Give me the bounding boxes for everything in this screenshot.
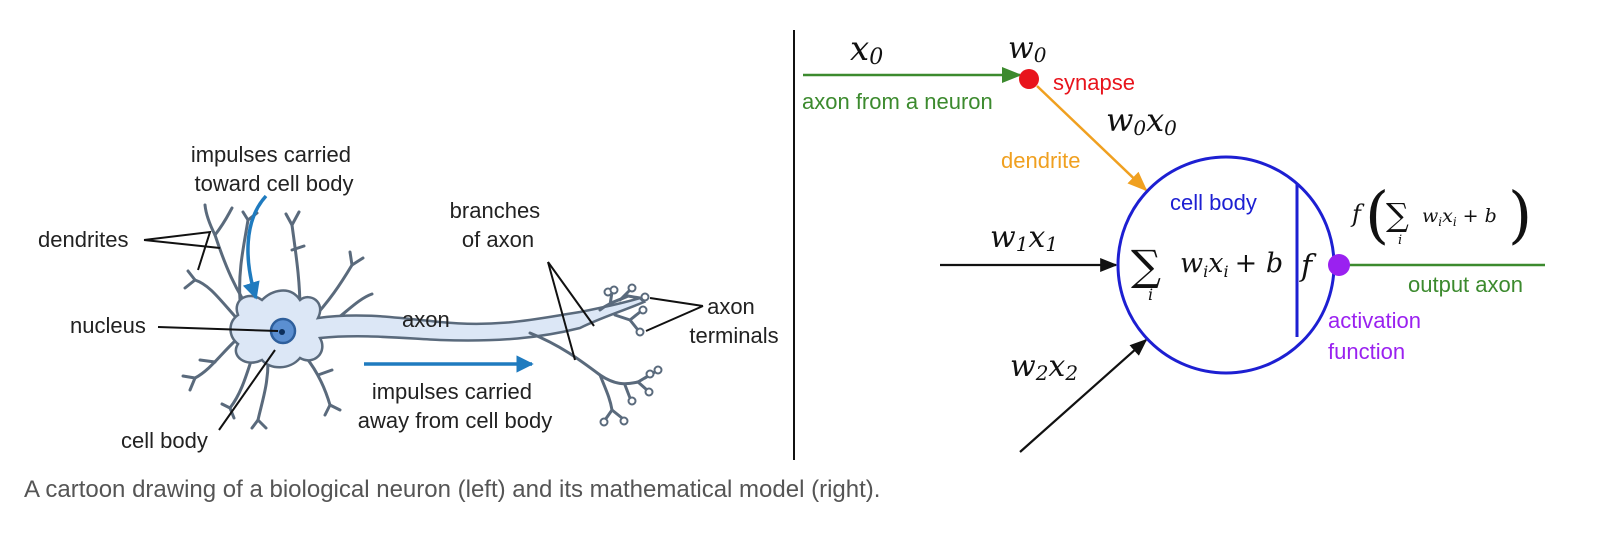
soma-axon-shape [229, 289, 647, 369]
svg-text:wixi+ b: wixi+ b [1422, 205, 1497, 229]
sum-sigma: ∑ [1131, 241, 1161, 290]
impulses-away-label: impulses carried away from cell body [358, 379, 552, 433]
biological-neuron: impulses carried toward cell body dendri… [38, 142, 779, 453]
impulse-toward-arrow [242, 194, 268, 300]
sum-index: i [1148, 285, 1153, 304]
svg-text:∑: ∑ [1386, 196, 1409, 234]
axon-terminals-label: axon terminals [689, 294, 778, 348]
cell-body-label: cell body [121, 428, 208, 453]
w2x2-label: w2x2 [1010, 349, 1078, 385]
activation-dot [1328, 254, 1350, 276]
activation-function-label: activation function [1328, 308, 1427, 364]
svg-text:(: ( [1365, 178, 1389, 251]
nucleolus-dot [279, 329, 285, 335]
svg-text:): ) [1508, 178, 1532, 251]
w0x0-label: w0x0 [1106, 101, 1177, 140]
weighted-sum-formula: ∑ i wixi+ b [1131, 241, 1283, 304]
sum-terms: wixi+ b [1180, 248, 1283, 281]
mathematical-model: x0 w0 synapse axon from a neuron w0x0 de… [802, 29, 1545, 453]
dendrite-line [1036, 85, 1148, 192]
synapse-label: synapse [1053, 70, 1135, 95]
svg-text:i: i [1398, 233, 1402, 248]
axon-branches [528, 288, 657, 422]
w0-label: w0 [1008, 31, 1047, 67]
cell-body-label-right: cell body [1170, 190, 1257, 215]
axon-label: axon [402, 307, 450, 332]
dendrites-label: dendrites [38, 227, 129, 252]
w1x1-label: w1x1 [990, 220, 1058, 256]
activation-f: f [1299, 249, 1317, 284]
output-axon-label: output axon [1408, 272, 1523, 297]
output-formula: f ( ∑ i wixi+ b ) [1350, 178, 1532, 251]
x0-label: x0 [850, 29, 883, 70]
nucleus-label: nucleus [70, 313, 146, 338]
axon-from-neuron-label: axon from a neuron [802, 89, 993, 114]
svg-text:f: f [1350, 200, 1365, 228]
dendrite-label: dendrite [1001, 148, 1081, 173]
input-w2x2-arrow [1019, 338, 1148, 453]
axon-terminal-bulbs [599, 283, 663, 427]
figure-caption: A cartoon drawing of a biological neuron… [24, 476, 881, 503]
branches-of-axon-label: branches of axon [450, 198, 547, 252]
impulses-toward-label: impulses carried toward cell body [191, 142, 357, 196]
leader-lines [143, 230, 704, 431]
synapse-dot [1019, 69, 1039, 89]
